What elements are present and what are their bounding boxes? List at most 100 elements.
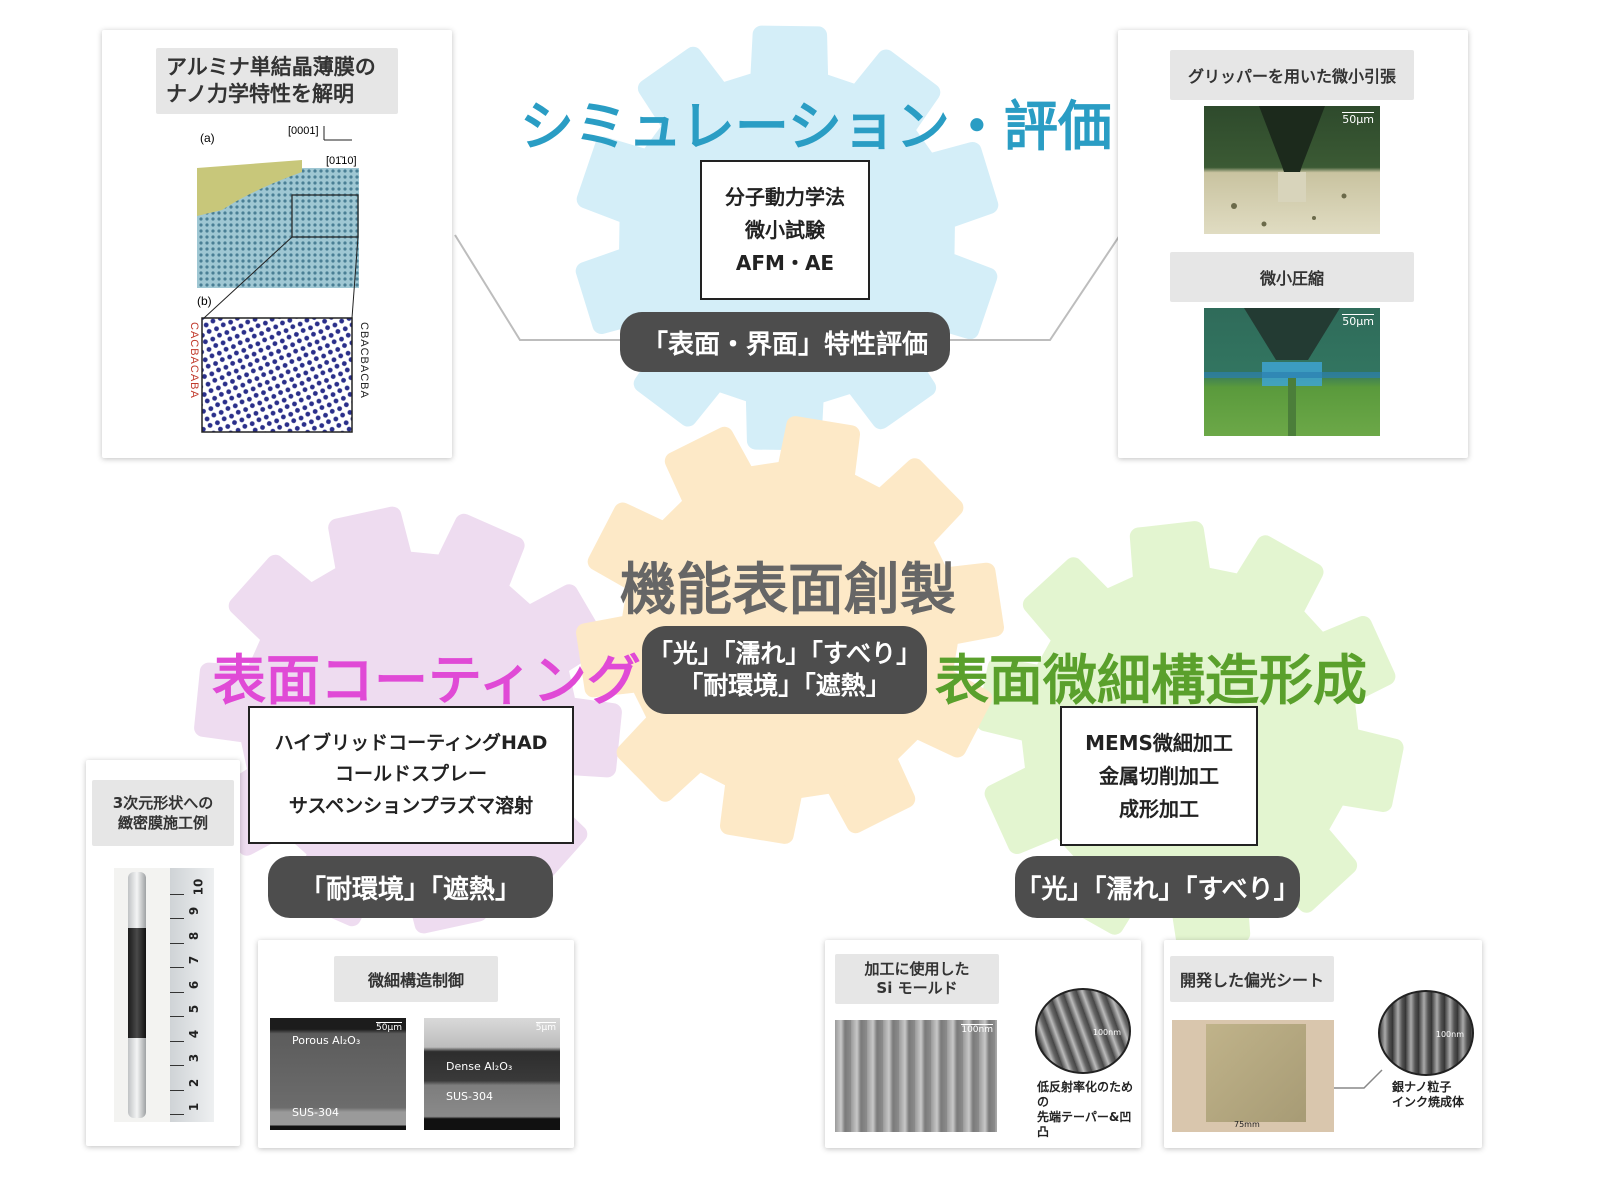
method-item: AFM・AE <box>735 250 835 275</box>
si-mold-note: 低反射率化のための 先端テーパー&凹凸 <box>1037 1080 1141 1140</box>
polarizer-sheet <box>1206 1024 1306 1122</box>
ruler-number: 2 <box>187 1078 202 1087</box>
ruler-tick <box>170 1040 184 1042</box>
ruler-tick <box>170 1016 184 1017</box>
top-method-box: 分子動力学法 微小試験 AFM・AE <box>700 160 870 300</box>
si-mold-panel: 加工に使用した Si モールド 100nm 100nm 低反射率化のための 先端… <box>825 940 1141 1148</box>
shape-3d-caption: 3次元形状への 緻密膜施工例 <box>92 780 234 846</box>
gripper-panel: グリッパーを用いた微小引張 50μm 微小圧縮 50μm <box>1118 30 1468 458</box>
si-zoom-scale: 100nm <box>1092 1028 1121 1037</box>
tension-scale: 50μm <box>1342 112 1374 126</box>
si-mold-note-line1: 低反射率化のための <box>1037 1080 1134 1109</box>
gripper-caption: グリッパーを用いた微小引張 <box>1170 50 1414 100</box>
right-title: 表面微細構造形成 <box>935 649 1367 712</box>
ruler-number: 10 <box>191 878 206 895</box>
ruler-tick <box>170 893 184 895</box>
zoom-box <box>291 194 359 238</box>
polarizer-caption: 開発した偏光シート <box>1170 956 1334 1002</box>
method-item: 分子動力学法 <box>725 184 845 209</box>
shape-3d-caption-line2: 緻密膜施工例 <box>117 814 208 832</box>
polarizer-zoom-scale: 100nm <box>1435 1030 1464 1039</box>
method-item: MEMS微細加工 <box>1085 730 1233 755</box>
stack-left: CACBACABA <box>188 322 200 399</box>
method-item: コールドスプレー <box>334 763 487 786</box>
left-method-box: ハイブリッドコーティングHAD コールドスプレー サスペンションプラズマ溶射 <box>248 706 574 844</box>
ruler-tick <box>170 1065 184 1066</box>
method-item: 成形加工 <box>1119 796 1199 821</box>
porous-substrate-label: SUS-304 <box>292 1106 339 1119</box>
alumina-caption-line1: アルミナ単結晶薄膜の <box>166 54 376 79</box>
atom-view <box>201 317 353 433</box>
compression-caption: 微小圧縮 <box>1170 252 1414 302</box>
alumina-caption-line2: ナノ力学特性を解明 <box>166 82 354 106</box>
ruler-tick <box>170 991 184 993</box>
ruler-number: 8 <box>187 931 202 940</box>
shape-3d-caption-line1: 3次元形状への <box>112 793 214 812</box>
si-mold-caption: 加工に使用した Si モールド <box>835 954 999 1004</box>
compression-scale: 50μm <box>1342 314 1374 328</box>
rod-coating <box>128 928 146 1038</box>
axis-up-label: [0001] <box>288 125 319 137</box>
polarizer-note-line1: 銀ナノ粒子 <box>1392 1080 1452 1094</box>
connector-line-left <box>454 234 620 341</box>
ruler-number: 9 <box>187 906 202 916</box>
microstructure-caption: 微細構造制御 <box>334 956 498 1002</box>
ruler-number: 1 <box>187 1102 202 1112</box>
axis-right-label: [01̄10] <box>326 155 357 167</box>
polarizer-scale: 75mm <box>1234 1120 1260 1129</box>
dense-substrate-label: SUS-304 <box>446 1090 493 1103</box>
stack-right: CBACBACBA <box>358 322 370 399</box>
ruler-tick <box>170 1114 184 1115</box>
dense-sem-image: Dense Al₂O₃ SUS-304 5μm <box>424 1018 560 1130</box>
top-title: シミュレーション・評価 <box>520 95 1112 158</box>
polarizer-photo: 75mm <box>1172 1020 1334 1132</box>
si-mold-note-line2: 先端テーパー&凹凸 <box>1037 1110 1132 1139</box>
alumina-figure: (a) [0001] [01̄10] (b) CACBACABA CBACBAC… <box>188 125 370 433</box>
tension-probe <box>1231 106 1347 227</box>
method-item: ハイブリッドコーティングHAD <box>274 731 548 754</box>
tension-image: 50μm <box>1204 106 1380 234</box>
porous-scale: 50μm <box>376 1022 402 1033</box>
ruler-tick <box>170 942 184 944</box>
method-item: 金属切削加工 <box>1099 763 1219 788</box>
dense-scale: 5μm <box>535 1022 556 1033</box>
compression-probe <box>1204 308 1380 436</box>
label-a: (a) <box>200 131 215 145</box>
ruler-number: 7 <box>187 955 202 965</box>
alumina-caption: アルミナ単結晶薄膜の ナノ力学特性を解明 <box>156 48 398 114</box>
si-mold-caption-line1: 加工に使用した <box>864 959 970 978</box>
si-mold-scale: 100nm <box>961 1024 993 1035</box>
polarizer-note: 銀ナノ粒子 インク焼成体 <box>1392 1080 1464 1110</box>
porous-label: Porous Al₂O₃ <box>292 1034 361 1047</box>
polarizer-panel: 開発した偏光シート 75mm 100nm 銀ナノ粒子 インク焼成体 <box>1164 940 1482 1148</box>
connector-line-right <box>950 234 1121 341</box>
method-item: 微小試験 <box>745 217 825 242</box>
ruler-number: 3 <box>187 1053 202 1063</box>
compression-image: 50μm <box>1204 308 1380 436</box>
center-pill-line2: 「耐環境」「遮熱」 <box>678 671 891 700</box>
alumina-panel: アルミナ単結晶薄膜の ナノ力学特性を解明 (a) [0001] [01̄10] … <box>102 30 452 458</box>
center-pill: 「光」「濡れ」「すべり」 「耐環境」「遮熱」 <box>642 626 927 714</box>
zoom-line <box>203 236 293 319</box>
microstructure-panel: 微細構造制御 Porous Al₂O₃ SUS-304 50μm Dense A… <box>258 940 574 1148</box>
si-zoom-circle: 100nm <box>1035 988 1131 1074</box>
center-title: 機能表面創製 <box>620 558 956 623</box>
ruler-number: 4 <box>187 1029 202 1038</box>
ruler-tick <box>170 967 184 968</box>
ruler-number: 6 <box>187 980 202 989</box>
left-title: 表面コーティング <box>212 649 641 712</box>
top-pill: 「表面・界面」特性評価 <box>620 312 950 372</box>
label-b: (b) <box>197 294 212 308</box>
polarizer-zoom-circle: 100nm <box>1378 990 1474 1076</box>
right-method-box: MEMS微細加工 金属切削加工 成形加工 <box>1060 706 1258 846</box>
dense-label: Dense Al₂O₃ <box>446 1060 513 1073</box>
method-item: サスペンションプラズマ溶射 <box>288 794 534 817</box>
center-pill-line1: 「光」「濡れ」「すべり」 <box>647 638 922 668</box>
polarizer-connector <box>1334 1069 1383 1089</box>
right-pill: 「光」「濡れ」「すべり」 <box>1015 856 1300 918</box>
zoom-line <box>351 236 359 319</box>
ruler-tick <box>170 918 184 919</box>
